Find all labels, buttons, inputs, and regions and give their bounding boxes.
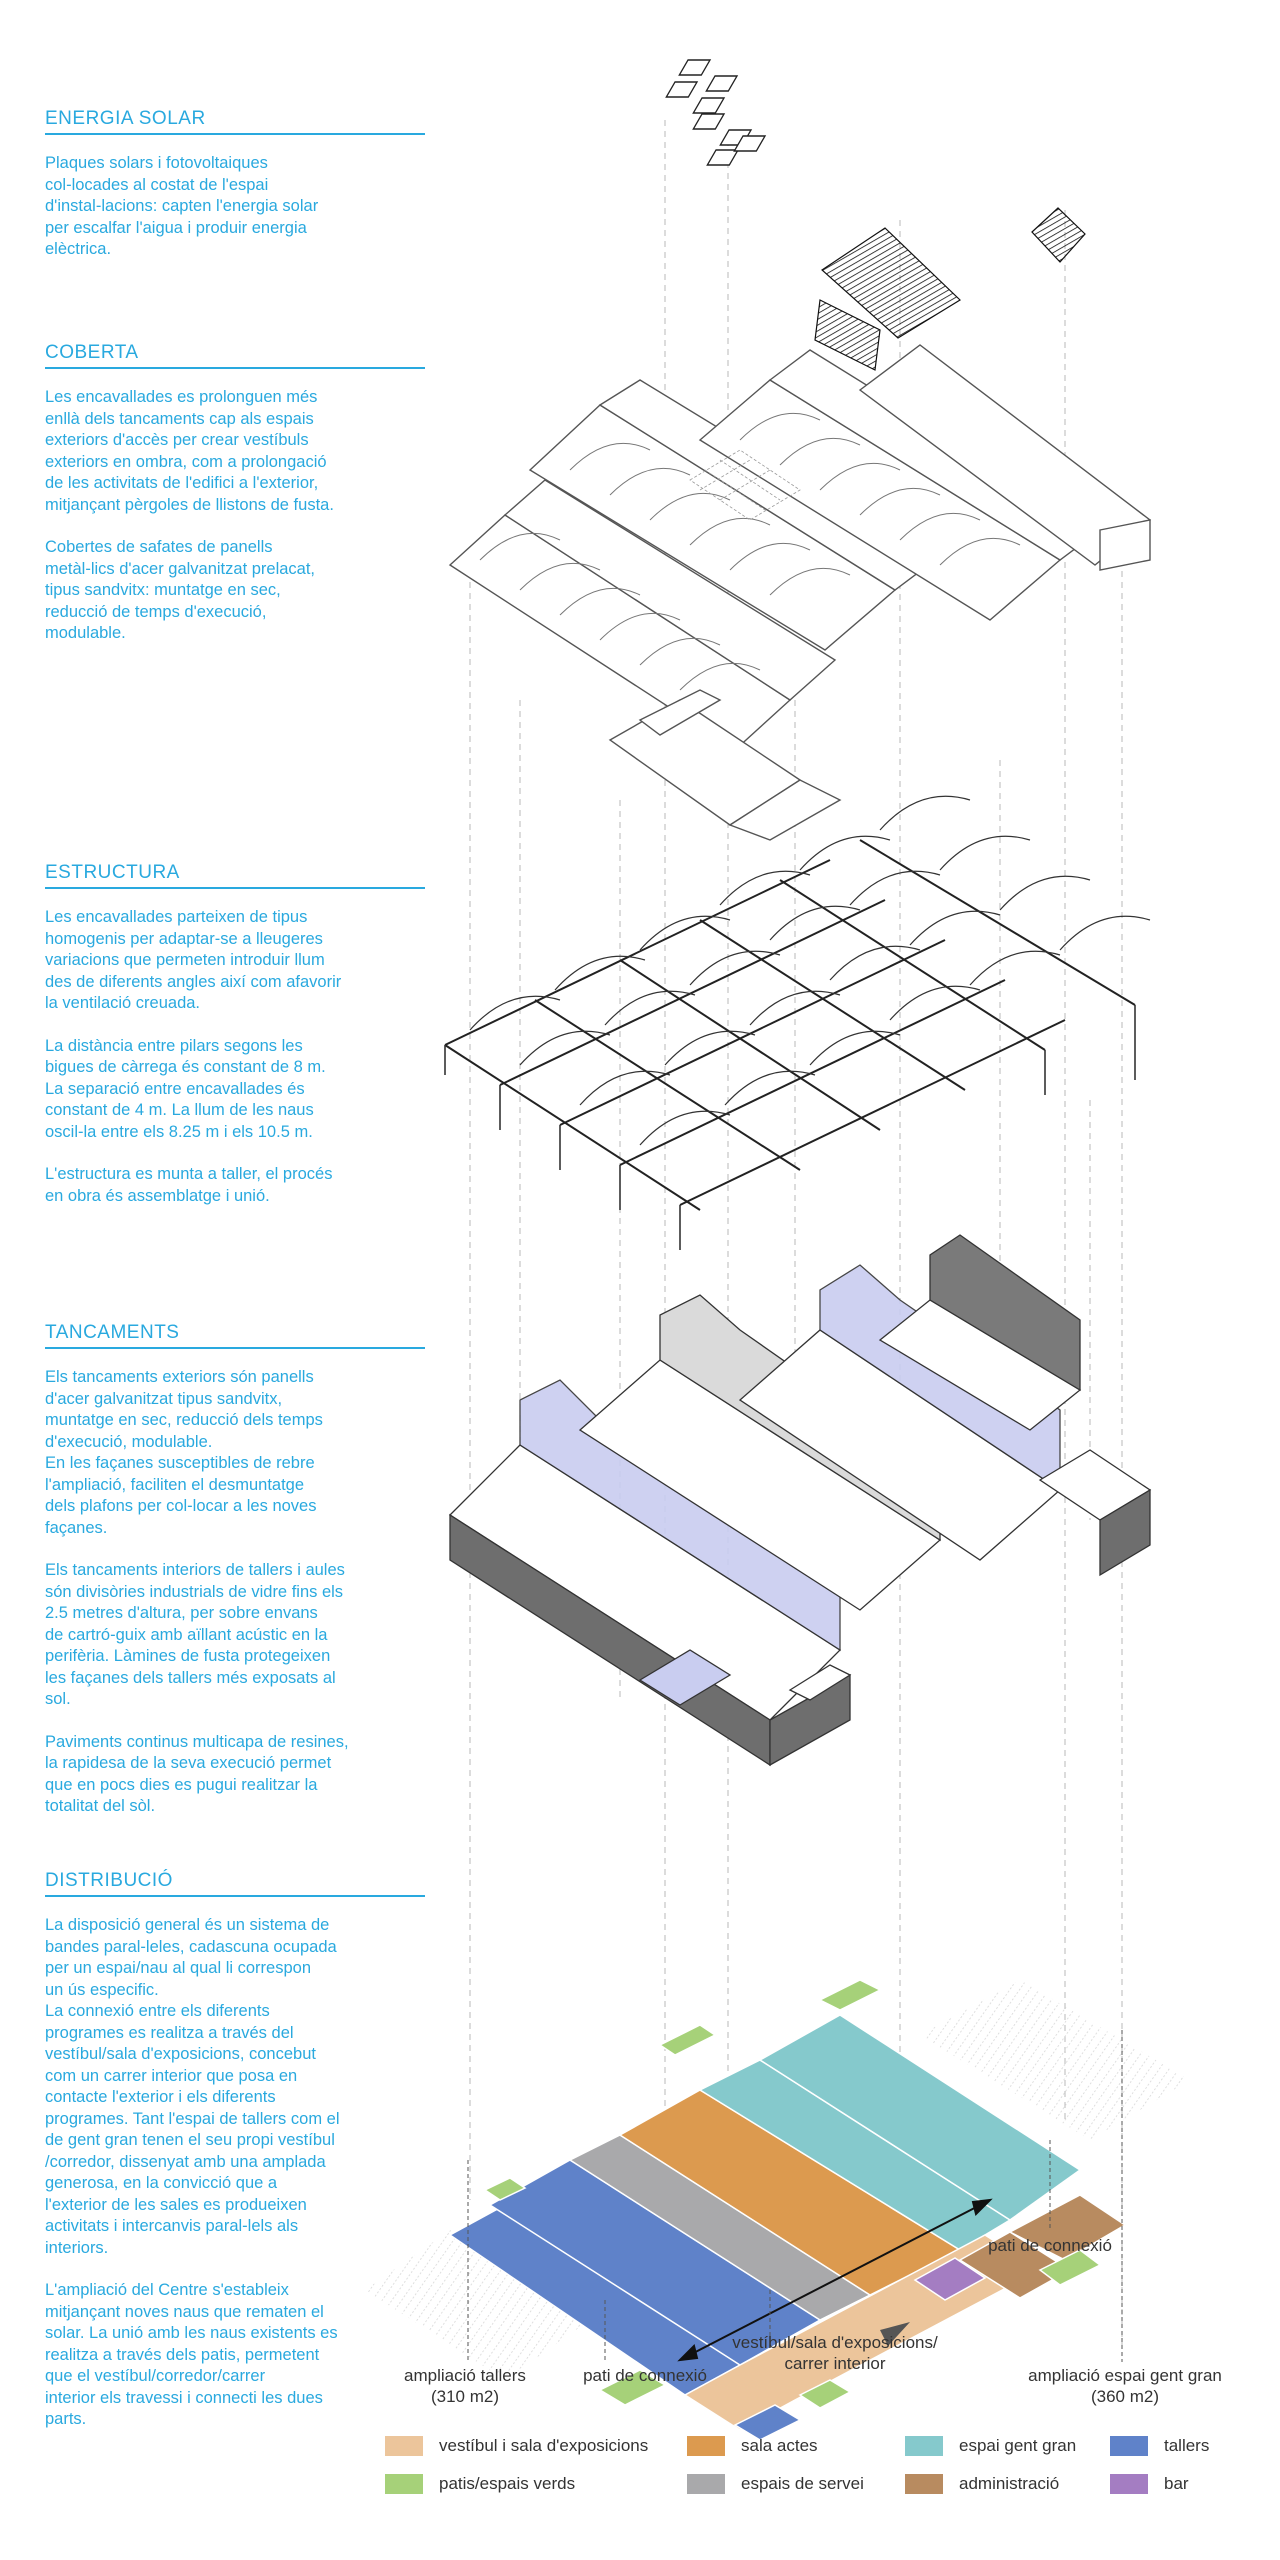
legend-swatch [905,2436,943,2456]
legend-label: administració [959,2474,1060,2493]
legend-swatch [905,2474,943,2494]
legend-item: vestíbul i sala d'exposicions [385,2436,648,2456]
section-paragraph: Plaques solars i fotovoltaiques col-loca… [45,154,319,258]
section-paragraph: Les encavallades parteixen de tipus homo… [45,908,342,1012]
callout-pati-connexio-right: pati de connexió [988,2236,1112,2255]
legend-item: administració [905,2474,1059,2494]
legend-item: espai gent gran [905,2436,1076,2456]
legend-item: patis/espais verds [385,2474,575,2494]
north-arrow-icon [880,2322,910,2346]
structure-trusses [469,795,1151,1146]
section-estructura: ESTRUCTURA Les encavallades parteixen de… [45,862,425,1228]
section-paragraph: L'estructura es munta a taller, el procé… [45,1165,333,1205]
legend-swatch [1110,2436,1148,2456]
section-title: ENERGIA SOLAR [45,108,425,135]
callout-ampliacio-tallers: ampliació tallers (310 m2) [404,2366,526,2406]
section-energia-solar: ENERGIA SOLAR Plaques solars i fotovolta… [45,108,425,282]
section-paragraph: Paviments continus multicapa de resines,… [45,1732,349,1816]
roof-skylight-grid [689,449,801,521]
roof-curves [479,412,1021,691]
callout-vestibul: vestíbul/sala d'exposicions/ carrer inte… [732,2333,938,2373]
section-tancaments: TANCAMENTS Els tancaments exteriors són … [45,1322,425,1839]
legend-item: tallers [1110,2436,1209,2456]
section-paragraph: Cobertes de safates de panells metàl-lic… [45,538,316,642]
legend-swatch [1110,2474,1148,2494]
section-paragraph: Les encavallades es prolonguen més enllà… [45,388,334,514]
section-paragraph: Els tancaments exteriors són panells d'a… [45,1368,323,1537]
section-title: ESTRUCTURA [45,862,425,889]
section-coberta: COBERTA Les encavallades es prolonguen m… [45,342,425,666]
legend-label: espai gent gran [959,2436,1077,2455]
roof-layer [448,344,1152,841]
callout-pati-connexio-left: pati de connexió [583,2366,707,2385]
legend-swatch [385,2436,423,2456]
section-distribucio: DISTRIBUCIÓ La disposició general és un … [45,1870,425,2452]
section-title: DISTRIBUCIÓ [45,1870,425,1897]
section-title: COBERTA [45,342,425,369]
legend-label: vestíbul i sala d'exposicions [439,2436,649,2455]
solar-collector-panels [814,207,1086,371]
legend-swatch [687,2436,725,2456]
section-paragraph: La disposició general és un sistema de b… [45,1916,340,2257]
callout-ampliacio-gent-gran: ampliació espai gent gran (360 m2) [1028,2366,1222,2406]
legend-label: tallers [1164,2436,1210,2455]
section-paragraph: L'ampliació del Centre s'estableix mitja… [45,2281,338,2428]
callout-leaders [467,2030,1123,2362]
corridor-arrow [677,2198,993,2362]
legend-label: bar [1164,2474,1189,2493]
distribution-layer [365,1979,1190,2441]
legend-item: bar [1110,2474,1189,2494]
section-paragraph: Els tancaments interiors de tallers i au… [45,1561,345,1708]
legend-item: espais de servei [687,2474,864,2494]
solar-panel-group [665,59,767,166]
legend-label: espais de servei [741,2474,864,2493]
legend-item: sala actes [687,2436,818,2456]
structure-columns [444,1005,1136,1250]
legend-label: sala actes [741,2436,818,2455]
enclosures-layer [448,1234,1152,1767]
section-title: TANCAMENTS [45,1322,425,1349]
structure-layer [444,839,1136,1211]
legend-swatch [385,2474,423,2494]
legend-swatch [687,2474,725,2494]
section-paragraph: La distància entre pilars segons les big… [45,1036,326,1141]
legend-label: patis/espais verds [439,2474,576,2493]
